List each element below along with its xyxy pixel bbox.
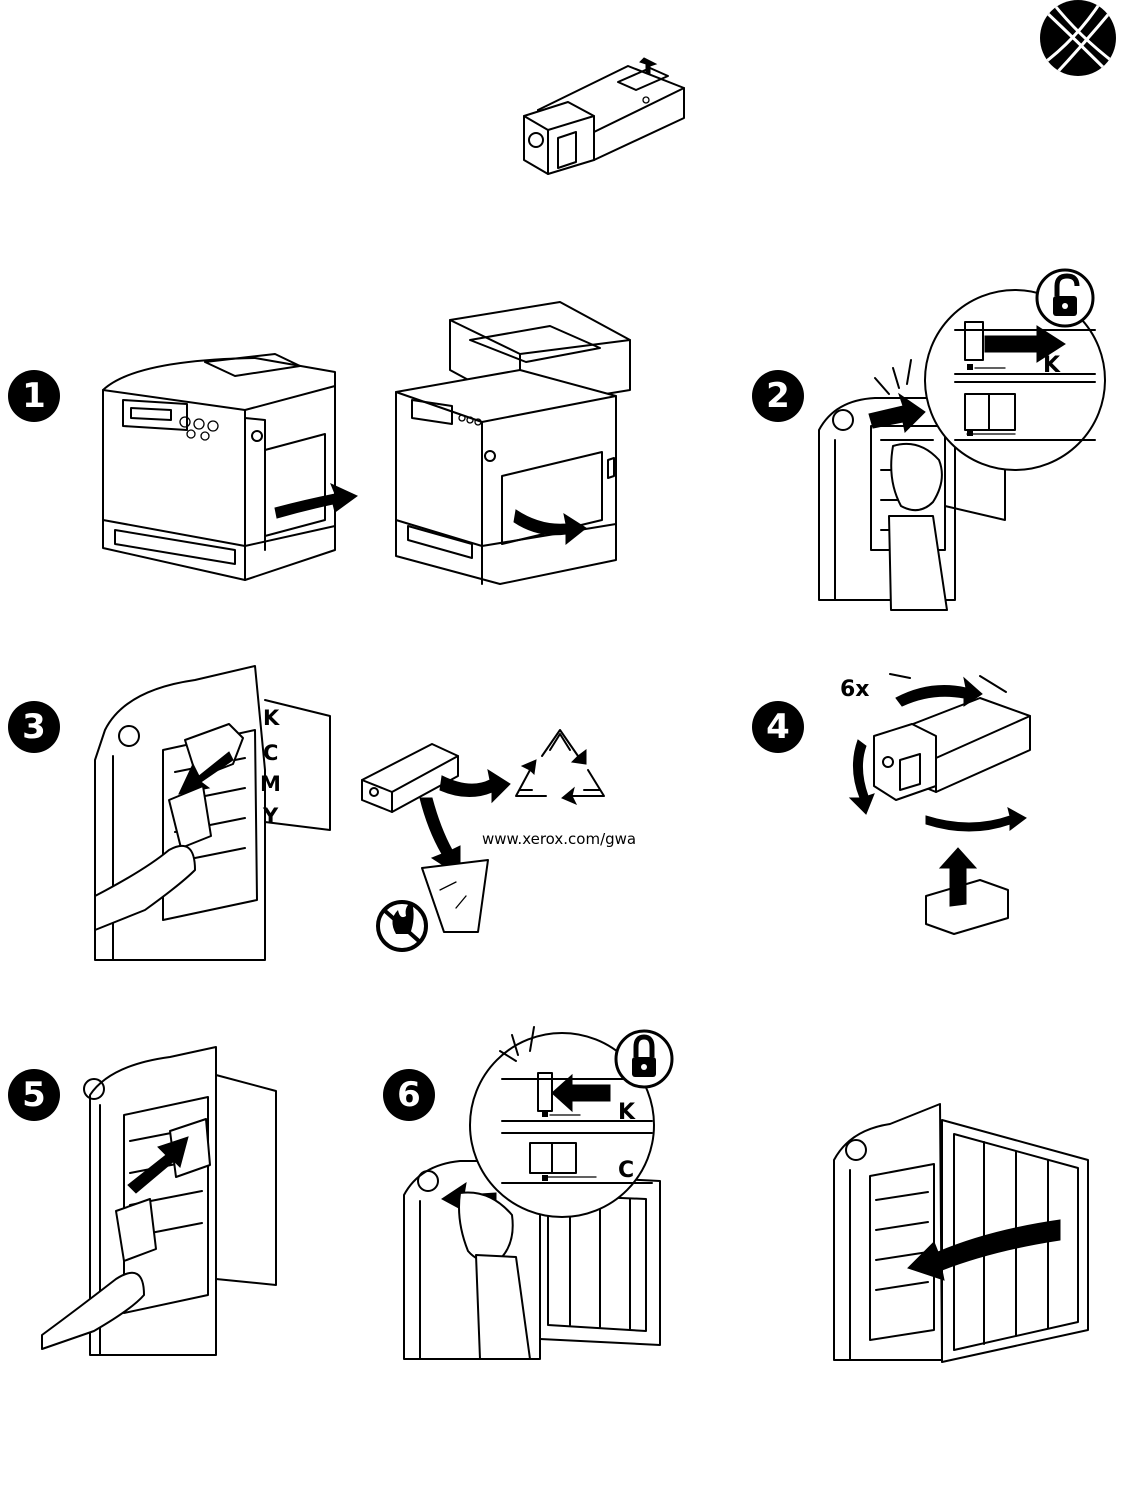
slot-label-m: M xyxy=(260,772,281,796)
recycle-icon xyxy=(516,730,604,804)
slot-label-y: Y xyxy=(263,804,278,828)
step-4-shake-illustration xyxy=(830,668,1040,948)
step-6-lock-illustration: K C xyxy=(400,1025,685,1365)
xerox-sphere-logo xyxy=(1032,0,1124,80)
step-1-badge: 1 xyxy=(8,370,60,422)
slot-label-k: K xyxy=(618,1100,636,1125)
multifunction-printer-illustration xyxy=(390,300,650,590)
shake-count: 6x xyxy=(840,677,870,702)
cartridge-disposal-illustration: www.xerox.com/gwa xyxy=(360,720,640,970)
step-3-badge: 3 xyxy=(8,701,60,753)
step-2-badge: 2 xyxy=(752,370,804,422)
close-door-illustration xyxy=(830,1100,1095,1365)
slot-label-c: C xyxy=(618,1158,634,1183)
step-5-insert-illustration xyxy=(40,1035,280,1365)
toner-cartridge-illustration xyxy=(518,48,688,178)
lock-padlock-icon xyxy=(616,1031,672,1087)
slot-label-c: C xyxy=(263,741,278,765)
step-3-remove-illustration xyxy=(85,660,335,965)
unlock-padlock-icon xyxy=(1037,270,1093,326)
printer-illustration xyxy=(95,350,365,590)
slot-label-k: K xyxy=(263,706,279,730)
slot-label-k: K xyxy=(1043,353,1061,378)
recycle-url: www.xerox.com/gwa xyxy=(482,830,636,848)
step-2-unlock-illustration: K xyxy=(815,270,1115,610)
step-4-badge: 4 xyxy=(752,701,804,753)
no-incineration-icon xyxy=(378,902,426,950)
